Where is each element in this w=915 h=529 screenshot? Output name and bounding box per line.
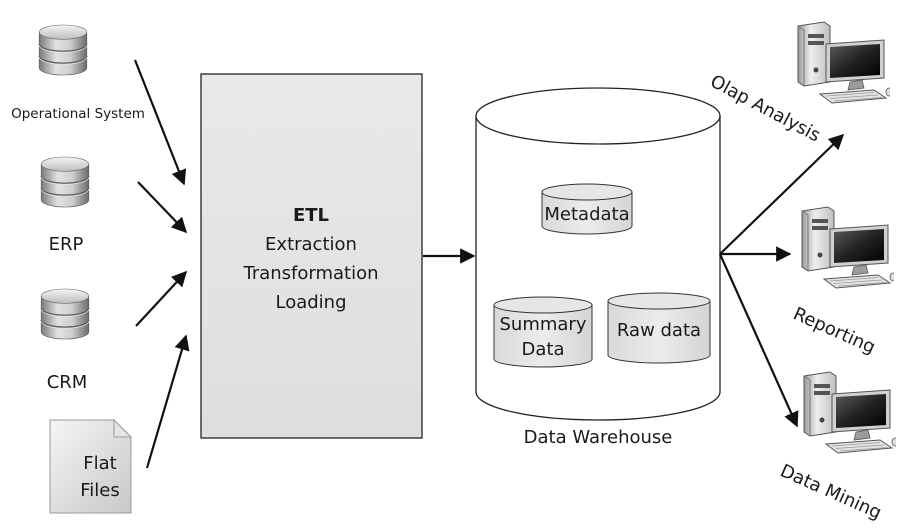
arrow-operational-to-etl bbox=[133, 59, 187, 186]
summary-data-store: Summary Data bbox=[493, 296, 593, 368]
erp-label: ERP bbox=[49, 234, 84, 255]
data-warehouse-label: Data Warehouse bbox=[524, 427, 673, 448]
output-arrows bbox=[718, 133, 845, 428]
etl-extraction: Extraction bbox=[265, 234, 357, 255]
raw-data-label: Raw data bbox=[617, 320, 701, 341]
etl-box: ETL Extraction Transformation Loading bbox=[200, 73, 423, 439]
source-arrows bbox=[133, 59, 190, 469]
arrow-to-mining bbox=[718, 253, 799, 428]
etl-loading: Loading bbox=[275, 292, 346, 313]
summary-label-line2: Data bbox=[522, 339, 565, 360]
source-crm: CRM bbox=[40, 288, 90, 393]
output-reporting: Reporting bbox=[790, 206, 894, 358]
raw-data-store: Raw data bbox=[607, 292, 711, 364]
data-mining-label: Data Mining bbox=[777, 460, 885, 523]
source-flat-files: Flat Files bbox=[49, 418, 133, 514]
metadata-store: Metadata bbox=[541, 183, 633, 235]
arrow-erp-to-etl bbox=[137, 181, 188, 234]
summary-label-line1: Summary bbox=[500, 314, 587, 335]
database-icon bbox=[40, 288, 90, 340]
desktop-computer-icon bbox=[797, 21, 890, 104]
etl-title: ETL bbox=[293, 205, 329, 226]
database-icon bbox=[38, 24, 88, 76]
source-erp: ERP bbox=[40, 156, 90, 255]
operational-system-label: Operational System bbox=[11, 106, 145, 122]
desktop-computer-icon bbox=[803, 371, 896, 454]
database-icon bbox=[40, 156, 90, 208]
arrow-crm-to-etl bbox=[135, 270, 188, 327]
arrow-flatfiles-to-etl bbox=[145, 334, 190, 469]
flat-files-label-line1: Flat bbox=[83, 453, 116, 474]
flat-files-label-line2: Files bbox=[80, 480, 120, 501]
crm-label: CRM bbox=[47, 372, 88, 393]
reporting-label: Reporting bbox=[790, 303, 878, 358]
source-operational-system: Operational System bbox=[11, 24, 145, 122]
output-olap-analysis: Olap Analysis bbox=[707, 21, 890, 146]
data-warehouse: Data Warehouse Metadata Summary Data Raw… bbox=[475, 87, 721, 448]
metadata-label: Metadata bbox=[544, 204, 629, 225]
desktop-computer-icon bbox=[801, 206, 894, 289]
document-icon bbox=[49, 418, 133, 514]
etl-transformation: Transformation bbox=[242, 263, 378, 284]
output-data-mining: Data Mining bbox=[777, 371, 896, 524]
arrow-to-olap bbox=[719, 133, 845, 255]
